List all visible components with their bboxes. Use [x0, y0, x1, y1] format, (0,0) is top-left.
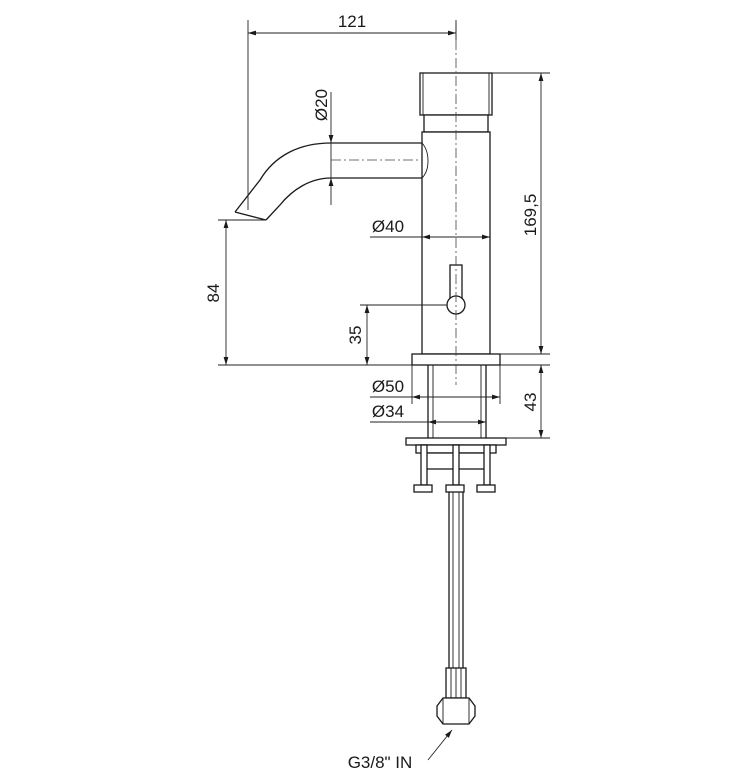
label-body-height: 169,5	[521, 194, 540, 237]
shank	[427, 365, 487, 438]
label-overall-width: 121	[338, 12, 366, 31]
dim-body-diameter: Ø40	[370, 217, 490, 240]
label-shank-diameter: Ø34	[372, 402, 404, 421]
label-base-diameter: Ø50	[372, 377, 404, 396]
dim-lever-height: 35	[346, 304, 447, 365]
dim-overall-width: 121	[247, 12, 457, 210]
dim-base-diameter: Ø50	[370, 365, 501, 404]
flexible-hose	[436, 492, 476, 725]
spout	[234, 142, 429, 221]
label-spout-diameter: Ø20	[312, 89, 331, 121]
dim-spout-height: 84	[204, 219, 412, 366]
label-body-diameter: Ø40	[372, 217, 404, 236]
label-lever-height: 35	[346, 326, 365, 345]
label-inlet: G3/8" IN	[348, 753, 413, 772]
inlet-callout: G3/8" IN	[348, 729, 453, 772]
dim-body-height: 169,5	[492, 72, 550, 355]
dim-spout-diameter: Ø20	[312, 89, 334, 205]
mounting-assembly	[405, 437, 507, 493]
dim-shank-diameter: Ø34	[370, 402, 486, 425]
label-spout-height: 84	[204, 284, 223, 303]
label-base-height: 43	[521, 393, 540, 412]
dim-base-height: 43	[500, 364, 550, 439]
